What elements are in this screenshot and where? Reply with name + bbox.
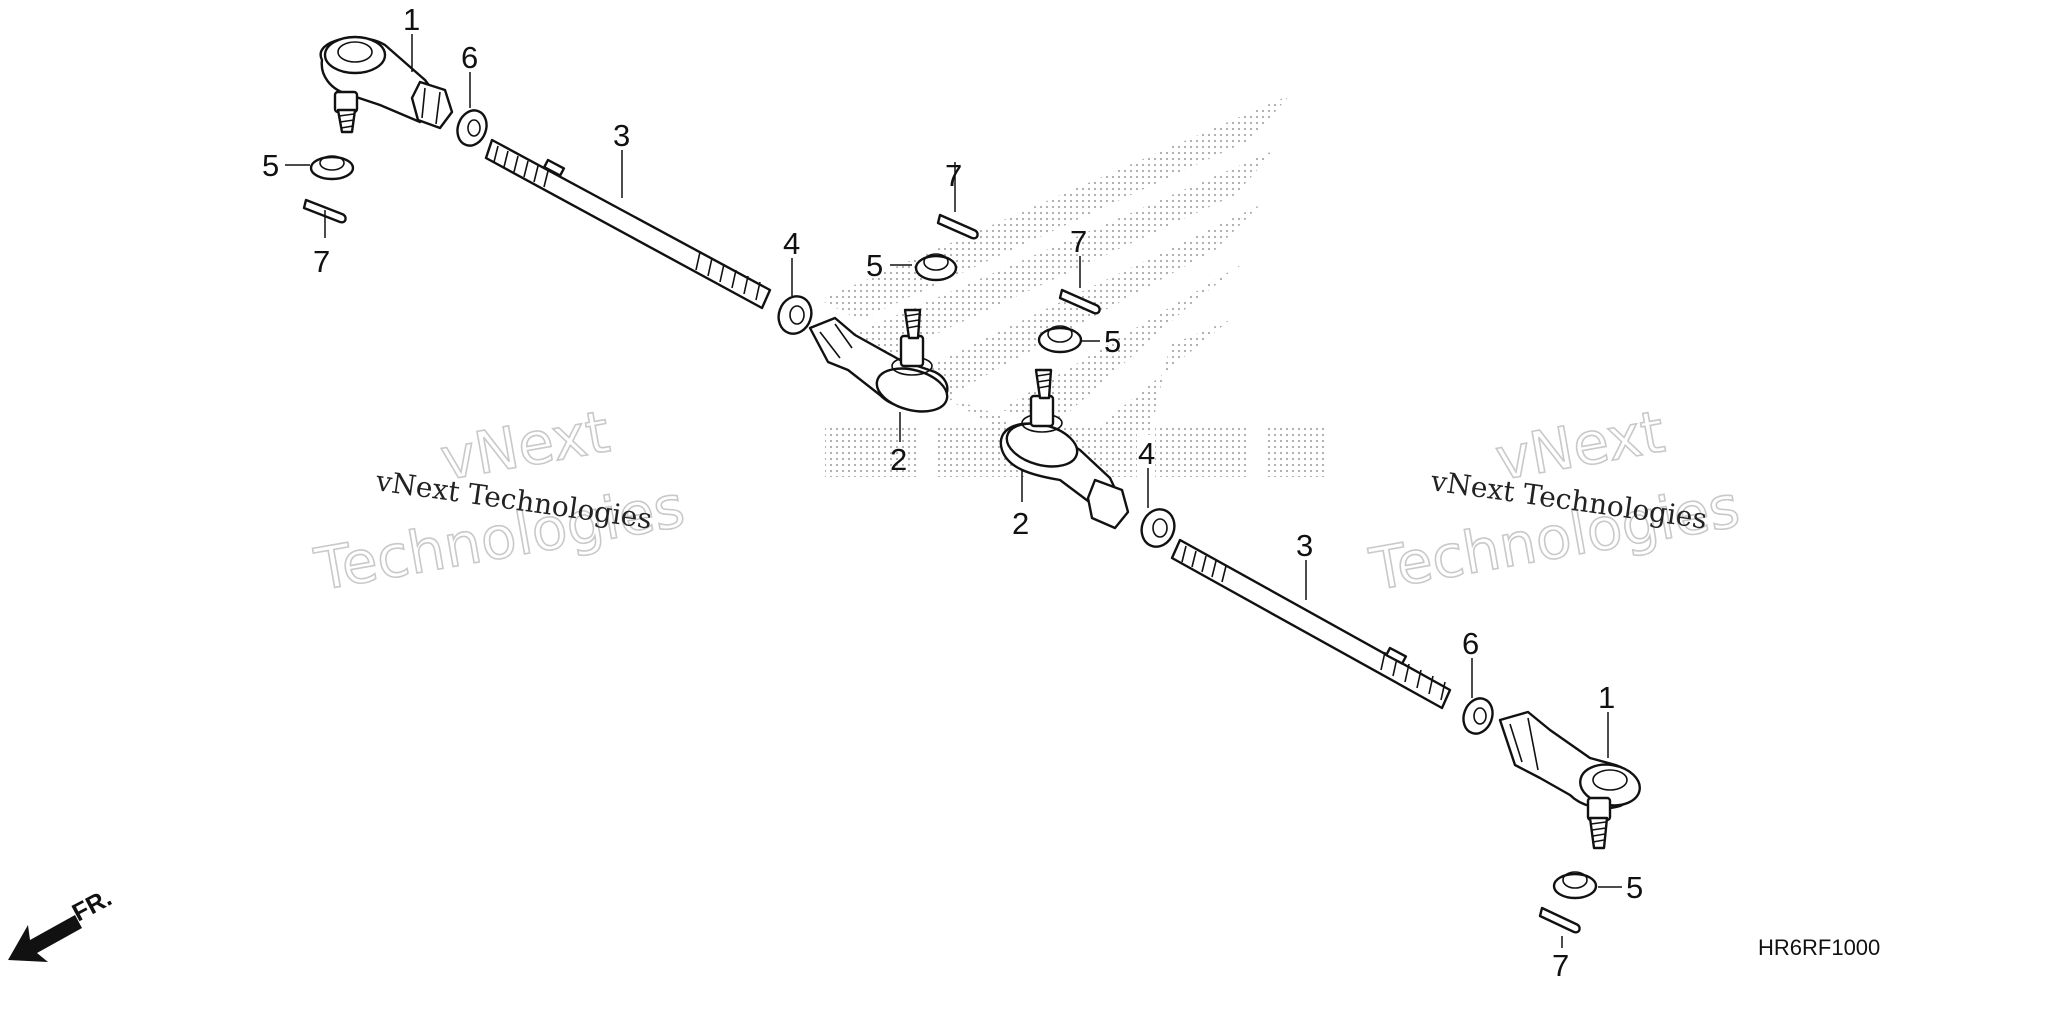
callout-1: 1: [1598, 680, 1615, 715]
front-direction-indicator: FR.: [8, 884, 116, 962]
lock-nut-left: [456, 109, 488, 147]
tie-rod-upper: [484, 138, 772, 310]
castle-nut-center-right: [1037, 325, 1083, 354]
callout-6: 6: [461, 40, 478, 75]
callout-labels: 1 6 5 7 3 4 7 5 2 7 5 4 2 3 6 1 5 7: [262, 2, 1643, 983]
tie-rod-end-inner-left: [808, 308, 949, 413]
callout-3: 3: [1296, 528, 1313, 563]
callout-7: 7: [313, 244, 330, 279]
cotter-pin-center-left: [936, 213, 979, 240]
callout-5: 5: [1104, 324, 1121, 359]
callout-4: 4: [1138, 436, 1155, 471]
castle-nut-center-left: [914, 253, 958, 282]
callout-5: 5: [866, 248, 883, 283]
brand-wing-logo: [820, 95, 1327, 477]
cotter-pin-center-right: [1058, 288, 1101, 315]
tie-rod-lower: [1170, 538, 1452, 710]
lock-nut-center-right: [1140, 508, 1176, 548]
callout-2: 2: [890, 442, 907, 477]
callout-4: 4: [783, 226, 800, 261]
front-arrow-icon: [8, 915, 82, 962]
castle-nut-left: [309, 155, 355, 181]
watermark-left: Technologies vNext vNext Technologies: [309, 397, 690, 605]
callout-7: 7: [1070, 224, 1087, 259]
callout-3: 3: [613, 118, 630, 153]
callout-7: 7: [945, 158, 962, 193]
diagram-code: HR6RF1000: [1758, 935, 1880, 960]
callout-5: 5: [262, 148, 279, 183]
callout-2: 2: [1012, 506, 1029, 541]
callout-5: 5: [1626, 870, 1643, 905]
callout-7: 7: [1552, 948, 1569, 983]
leader-lines: [285, 34, 1622, 948]
cotter-pin-lower-right: [1538, 906, 1581, 934]
callout-6: 6: [1462, 626, 1479, 661]
castle-nut-lower-right: [1552, 871, 1598, 900]
lock-nut-center-left: [777, 295, 813, 335]
tie-rod-end-inner-right: [999, 368, 1130, 530]
watermark-right: Technologies vNext vNext Technologies: [1364, 397, 1745, 605]
tie-rod-end-outer-right: [1498, 710, 1641, 850]
lock-nut-right: [1462, 697, 1494, 735]
callout-1: 1: [403, 2, 420, 37]
tie-rod-end-outer-left: [319, 35, 454, 134]
